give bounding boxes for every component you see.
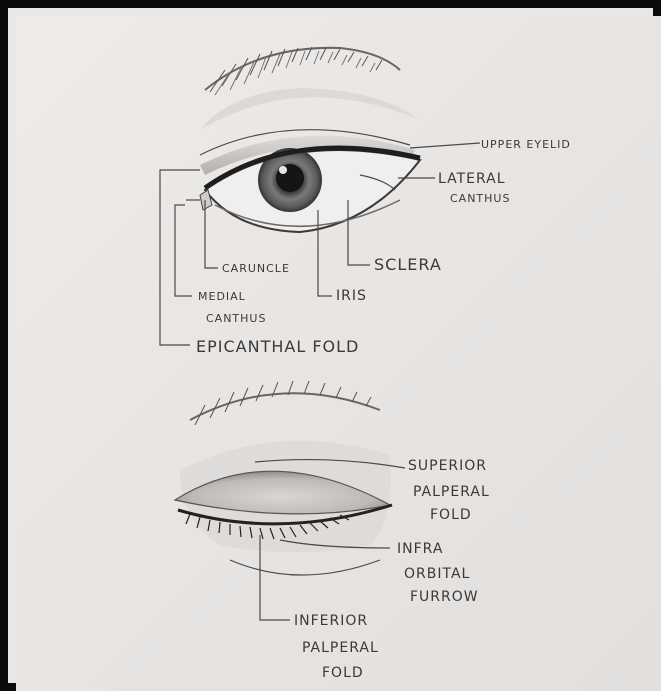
leader-medial-canthus [175,205,192,296]
leader-upper-eyelid [410,143,480,148]
upper-eyebrow [205,47,400,95]
label-upper-eyelid: UPPER EYELID [481,138,571,151]
label-medial-canthus: CANTHUS [206,312,266,325]
label-epicanthal-fold: EPICANTHAL FOLD [196,337,359,356]
eye-highlight [279,166,287,174]
label-lateral-canthus: CANTHUS [450,192,510,205]
label-superior-fold: FOLD [430,507,472,523]
label-inferior-fold: FOLD [322,665,364,681]
label-infra: INFRA [397,541,443,557]
label-medial: MEDIAL [198,290,246,303]
lower-eyebrow [190,381,380,425]
label-infra-orbital: ORBITAL [404,566,470,582]
infra-orbital-shading [230,560,380,575]
open-eye-drawing [200,47,420,232]
label-infra-furrow: FURROW [410,589,479,605]
label-inferior-palperal: PALPERAL [302,640,379,656]
leader-epicanthal-fold [160,170,200,345]
label-sclera: SCLERA [374,255,442,274]
label-inferior: INFERIOR [294,613,368,629]
closed-eye-drawing [175,381,405,575]
label-caruncle: CARUNCLE [222,262,290,275]
label-superior-palperal: PALPERAL [413,484,490,500]
label-iris: IRIS [336,288,367,304]
label-superior: SUPERIOR [408,458,487,474]
brow-shading [200,88,420,130]
leader-caruncle [205,200,218,268]
label-lateral: LATERAL [438,171,506,187]
